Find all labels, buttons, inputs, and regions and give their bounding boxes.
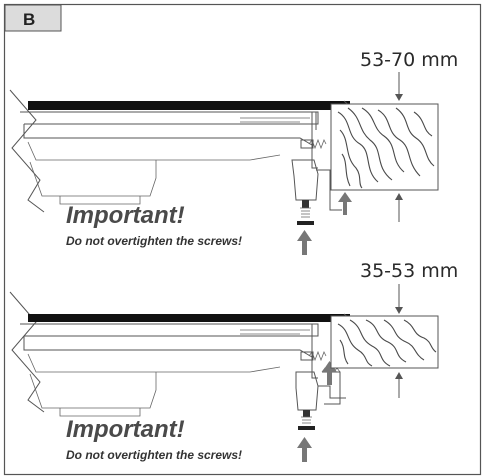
diagram-border	[3, 3, 482, 476]
clamp-bracket	[295, 371, 319, 411]
clamp-bracket	[291, 159, 319, 201]
worktop	[330, 315, 439, 369]
bottom-warning-title: Important!	[66, 416, 185, 443]
bottom-dimension-label: 35-53 mm	[360, 260, 458, 282]
up-arrow-icon	[297, 437, 312, 462]
panel-label-badge: B	[4, 4, 62, 32]
bottom-illustration: 35-53 mm Important! Do not overtighten t…	[9, 260, 458, 462]
top-warning-title: Important!	[66, 202, 185, 229]
break-line-icon	[9, 89, 45, 213]
up-arrow-icon	[297, 230, 312, 255]
top-dimension-label: 53-70 mm	[360, 49, 458, 71]
up-arrow-icon	[338, 192, 352, 215]
break-line-icon	[9, 291, 45, 413]
panel-label: B	[23, 10, 35, 29]
screw-icon	[297, 200, 314, 225]
screw-icon	[298, 410, 315, 430]
hob-glass	[28, 314, 350, 322]
top-illustration: 53-70 mm Important! Do not overtighten t…	[9, 49, 458, 255]
hob-housing	[20, 323, 319, 337]
hob-housing	[20, 111, 319, 125]
top-warning-text: Do not overtighten the screws!	[66, 234, 242, 248]
wood-grain	[337, 107, 435, 189]
hob-glass	[28, 101, 350, 110]
wood-grain	[337, 319, 437, 367]
bottom-warning-text: Do not overtighten the screws!	[66, 448, 242, 462]
